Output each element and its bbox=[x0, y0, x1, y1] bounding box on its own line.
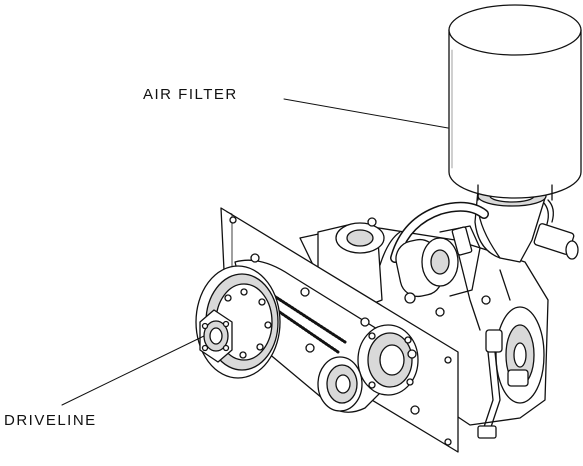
side-fittings bbox=[477, 199, 579, 439]
air-filter-label: AIR FILTER bbox=[143, 86, 238, 103]
intake-hose bbox=[379, 201, 489, 266]
plate-bolts bbox=[250, 253, 420, 415]
idler-pulley bbox=[317, 356, 363, 412]
air-filter-canister bbox=[448, 4, 582, 201]
air-filter-leader-line bbox=[283, 98, 449, 129]
driven-pulley bbox=[357, 317, 419, 396]
driveline-label: DRIVELINE bbox=[4, 412, 97, 429]
driveline-leader-line bbox=[61, 335, 205, 406]
driveline-flange bbox=[199, 309, 233, 363]
motor-housing bbox=[317, 217, 491, 317]
